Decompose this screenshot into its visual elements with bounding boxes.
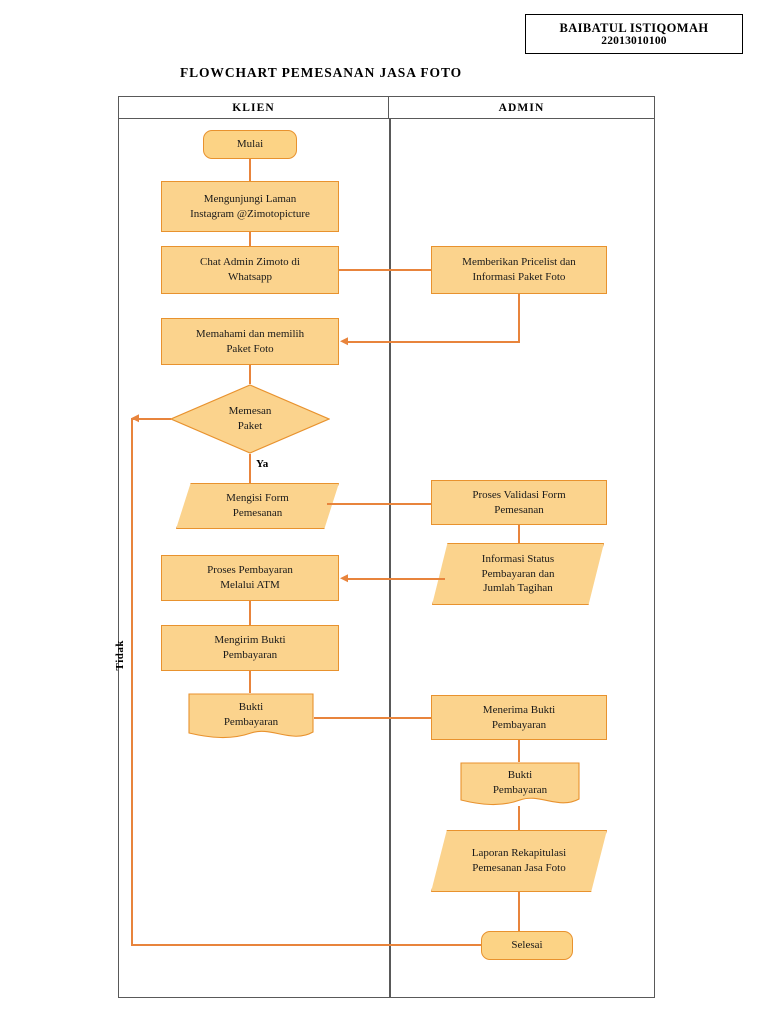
return-rail-bottom	[131, 944, 481, 946]
node-mengisi-form-label: Mengisi Form Pemesanan	[226, 492, 289, 519]
return-rail-vertical	[131, 418, 133, 945]
node-chat-admin-label: Chat Admin Zimoto di Whatsapp	[200, 256, 300, 283]
branch-label-ya: Ya	[256, 458, 269, 470]
node-bukti-pembayaran-klien-label: Bukti Pembayaran	[223, 700, 279, 728]
connector-form-to-validasi	[327, 503, 431, 505]
node-menerima-bukti-label: Menerima Bukti Pembayaran	[482, 703, 556, 731]
connector-decision-ya	[249, 454, 251, 483]
node-validasi-form[interactable]: Proses Validasi Form Pemesanan	[431, 480, 607, 525]
student-id: 22013010100	[601, 34, 667, 47]
student-name: BAIBATUL ISTIQOMAH	[559, 20, 709, 35]
connector-decision-tidak	[131, 418, 171, 420]
node-memesan-paket[interactable]: Memesan Paket	[170, 384, 330, 454]
arrowhead-to-pembayaran	[340, 574, 348, 583]
connector-laporan-to-selesai	[518, 892, 520, 931]
node-memesan-paket-label: Memesan Paket	[228, 405, 272, 432]
node-mengirim-bukti[interactable]: Mengirim Bukti Pembayaran	[161, 625, 339, 671]
node-mengirim-bukti-label: Mengirim Bukti Pembayaran	[214, 634, 286, 661]
student-info-box: BAIBATUL ISTIQOMAH 22013010100	[525, 14, 743, 54]
connector-kirim-to-bukti	[249, 671, 251, 693]
connector-bukti-to-terima	[314, 717, 431, 719]
lane-header-admin: ADMIN	[498, 101, 545, 114]
node-bukti-pembayaran-admin-label: Bukti Pembayaran	[492, 768, 548, 796]
node-bukti-pembayaran-admin[interactable]: Bukti Pembayaran	[460, 762, 580, 808]
node-validasi-form-label: Proses Validasi Form Pemesanan	[472, 488, 566, 516]
swimlane-header-row: KLIEN ADMIN	[119, 97, 654, 119]
node-proses-pembayaran-label: Proses Pembayaran Melalui ATM	[207, 564, 293, 591]
node-mengisi-form[interactable]: Mengisi Form Pemesanan	[176, 483, 339, 529]
connector-kunjungi-to-chat	[249, 232, 251, 246]
node-memberikan-pricelist-label: Memberikan Pricelist dan Informasi Paket…	[462, 256, 576, 283]
lane-header-klien: KLIEN	[119, 97, 389, 118]
node-informasi-status-label: Informasi Status Pembayaran dan Jumlah T…	[481, 552, 555, 595]
connector-info-to-pembayaran	[348, 578, 445, 580]
node-informasi-status[interactable]: Informasi Status Pembayaran dan Jumlah T…	[432, 543, 604, 605]
node-chat-admin[interactable]: Chat Admin Zimoto di Whatsapp	[161, 246, 339, 294]
node-laporan-rekapitulasi-label: Laporan Rekapitulasi Pemesanan Jasa Foto	[471, 847, 567, 874]
connector-chat-to-pricelist	[339, 269, 431, 271]
arrowhead-tidak-left	[131, 414, 139, 423]
document-shape	[460, 762, 580, 806]
node-selesai[interactable]: Selesai	[481, 931, 573, 960]
node-bukti-pembayaran-klien[interactable]: Bukti Pembayaran	[188, 693, 314, 741]
connector-pricelist-to-memahami	[348, 341, 520, 343]
node-mulai[interactable]: Mulai	[203, 130, 297, 159]
decision-diamond-shape	[170, 384, 330, 454]
connector-mulai-to-kunjungi	[249, 159, 251, 181]
branch-label-tidak: Tidak	[114, 640, 126, 671]
node-mengunjungi-laman[interactable]: Mengunjungi Laman Instagram @Zimotopictu…	[161, 181, 339, 232]
lane-divider	[389, 119, 391, 997]
node-memberikan-pricelist[interactable]: Memberikan Pricelist dan Informasi Paket…	[431, 246, 607, 294]
node-selesai-label: Selesai	[511, 939, 543, 952]
page-title-text: FLOWCHART PEMESANAN JASA FOTO	[179, 65, 463, 80]
arrowhead-to-memahami	[340, 337, 348, 346]
node-memahami-paket[interactable]: Memahami dan memilih Paket Foto	[161, 318, 339, 365]
node-menerima-bukti[interactable]: Menerima Bukti Pembayaran	[431, 695, 607, 740]
connector-memahami-to-decision	[249, 365, 251, 384]
node-laporan-rekapitulasi[interactable]: Laporan Rekapitulasi Pemesanan Jasa Foto	[431, 830, 607, 892]
node-mulai-label: Mulai	[236, 138, 264, 151]
node-mengunjungi-laman-label: Mengunjungi Laman Instagram @Zimotopictu…	[190, 192, 310, 220]
node-proses-pembayaran[interactable]: Proses Pembayaran Melalui ATM	[161, 555, 339, 601]
connector-pricelist-down	[518, 294, 520, 342]
connector-terima-to-bukti-admin	[518, 740, 520, 762]
node-memahami-paket-label: Memahami dan memilih Paket Foto	[195, 327, 305, 355]
connector-bukti-admin-to-laporan	[518, 806, 520, 830]
connector-pembayaran-to-kirim	[249, 601, 251, 625]
connector-validasi-to-info	[518, 525, 520, 543]
page-title: FLOWCHART PEMESANAN JASA FOTO	[0, 65, 768, 81]
document-shape	[188, 693, 314, 739]
